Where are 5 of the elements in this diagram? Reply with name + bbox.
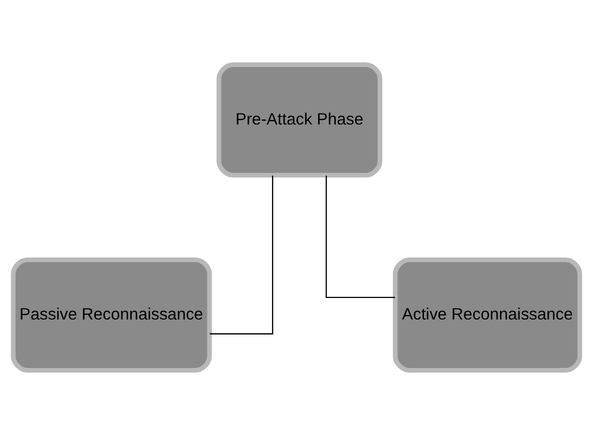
node-box: Pre-Attack Phase [216,62,382,178]
node-box: Passive Reconnaissance [10,256,212,372]
connector [210,175,274,334]
node-box: Active Reconnaissance [392,256,582,372]
connector [326,175,396,298]
